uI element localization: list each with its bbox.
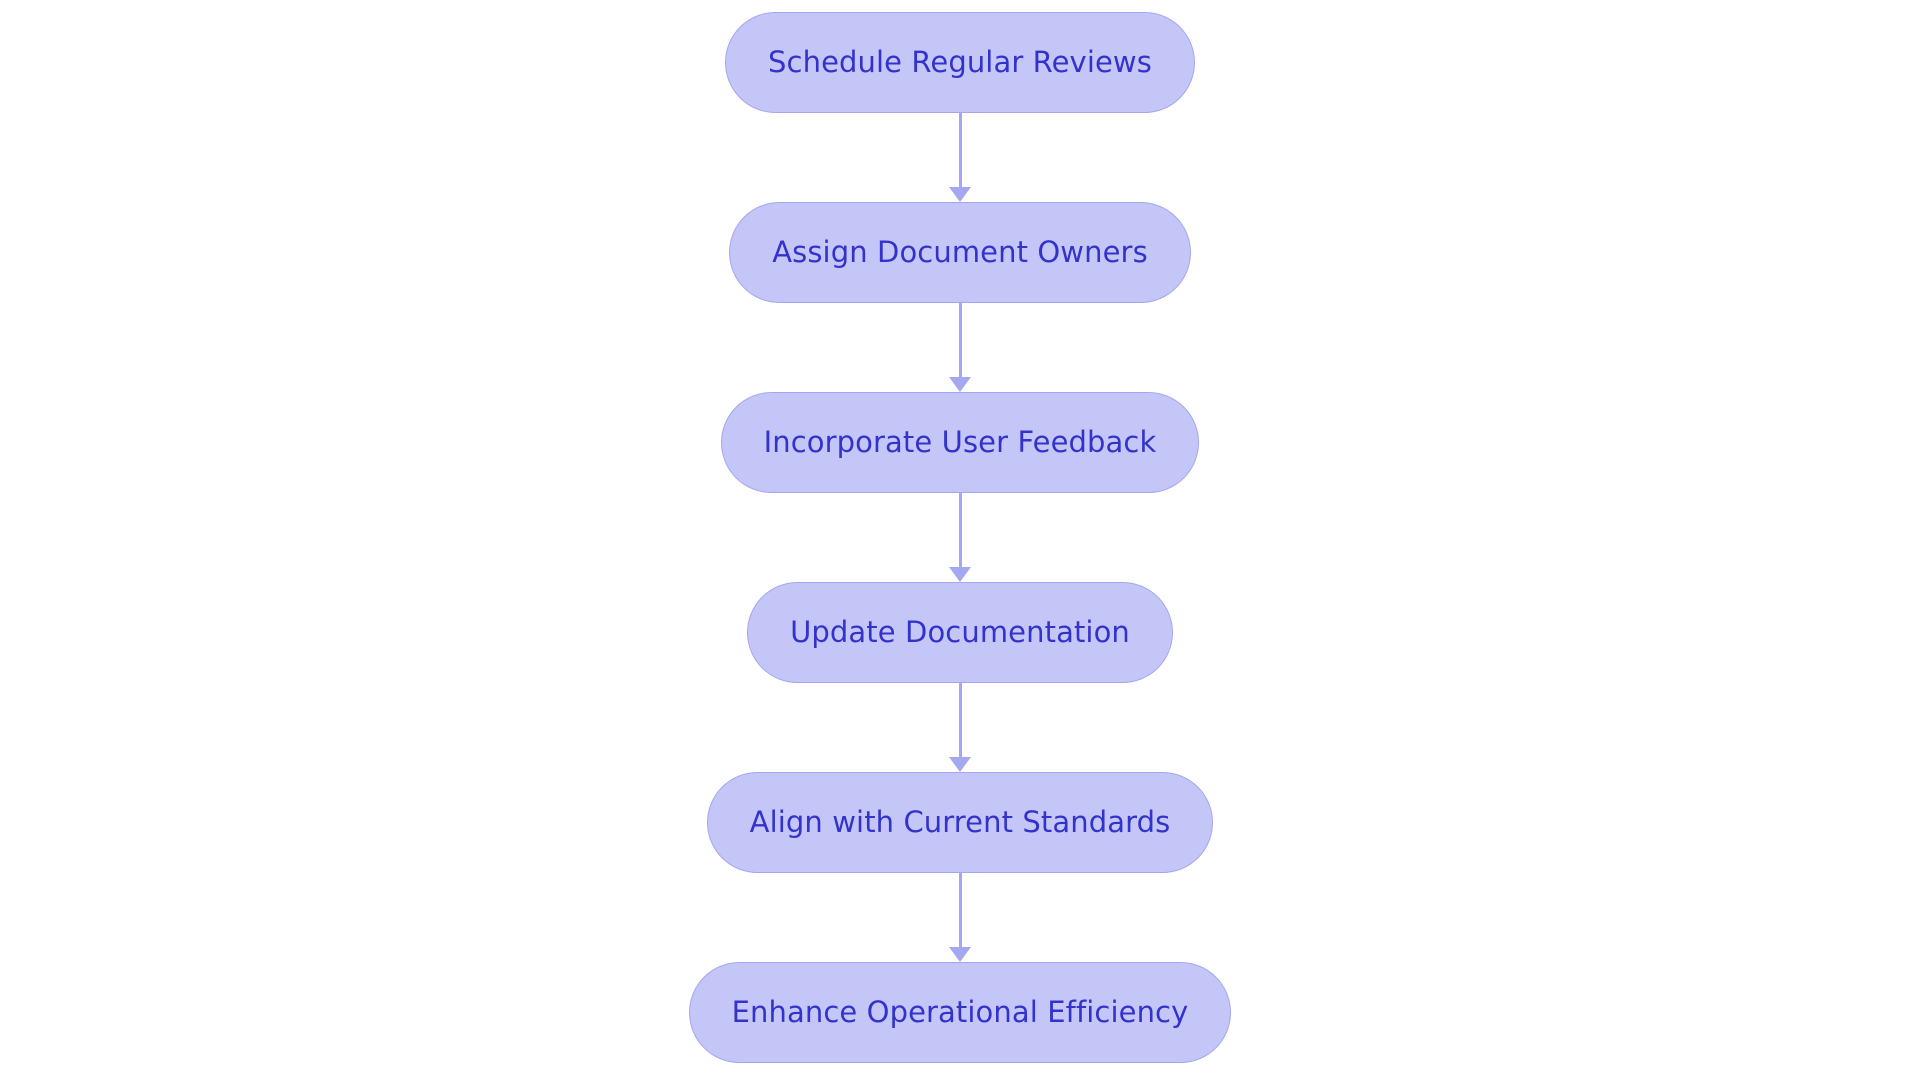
connector-line	[958, 873, 962, 948]
flow-node-assign-document-owners[interactable]: Assign Document Owners	[729, 202, 1191, 303]
flow-node-label: Schedule Regular Reviews	[768, 45, 1152, 79]
flow-node-enhance-operational-efficiency[interactable]: Enhance Operational Efficiency	[688, 962, 1232, 1063]
flow-node-incorporate-user-feedback[interactable]: Incorporate User Feedback	[720, 392, 1200, 493]
down-arrow-icon	[949, 377, 971, 392]
connector-line	[958, 683, 962, 758]
flow-connector-n5-n6	[948, 873, 972, 962]
flow-node-schedule-regular-reviews[interactable]: Schedule Regular Reviews	[725, 12, 1195, 113]
flow-node-label: Enhance Operational Efficiency	[731, 995, 1189, 1029]
flow-connector-n2-n3	[948, 303, 972, 392]
flow-node-label: Assign Document Owners	[772, 235, 1148, 269]
connector-line	[958, 303, 962, 378]
flow-node-align-with-current-standards[interactable]: Align with Current Standards	[706, 772, 1214, 873]
down-arrow-icon	[949, 757, 971, 772]
flow-node-label: Update Documentation	[790, 615, 1130, 649]
down-arrow-icon	[949, 947, 971, 962]
flow-node-label: Align with Current Standards	[749, 805, 1171, 839]
connector-line	[958, 113, 962, 188]
flow-connector-n1-n2	[948, 113, 972, 202]
flow-node-update-documentation[interactable]: Update Documentation	[747, 582, 1173, 683]
connector-line	[958, 493, 962, 568]
flow-node-label: Incorporate User Feedback	[763, 425, 1157, 459]
flow-connector-n3-n4	[948, 493, 972, 582]
down-arrow-icon	[949, 567, 971, 582]
flow-connector-n4-n5	[948, 683, 972, 772]
down-arrow-icon	[949, 187, 971, 202]
